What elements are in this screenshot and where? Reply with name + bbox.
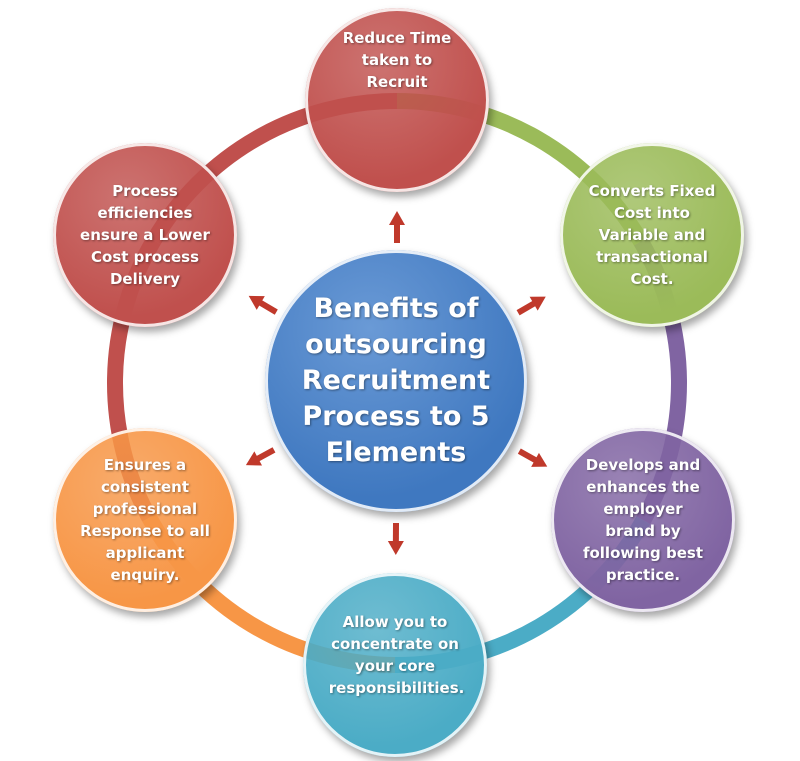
node-core-responsibilities: Allow you to concentrate on your core re… bbox=[303, 573, 487, 757]
node-employer-brand: Develops and enhances the employer brand… bbox=[551, 428, 735, 612]
node-label: Develops and enhances the employer brand… bbox=[582, 456, 704, 584]
center-title: Benefits of outsourcing Recruitment Proc… bbox=[301, 293, 491, 468]
node-label: Process efficiencies ensure a Lower Cost… bbox=[80, 182, 210, 288]
arrow-icon bbox=[516, 296, 546, 316]
arrow-icon bbox=[389, 211, 405, 243]
center-circle: Benefits of outsourcing Recruitment Proc… bbox=[265, 250, 527, 512]
node-label: Allow you to concentrate on your core re… bbox=[328, 613, 465, 697]
node-label: Reduce Time taken to Recruit bbox=[342, 29, 452, 91]
node-label: Converts Fixed Cost into Variable and tr… bbox=[588, 182, 716, 288]
node-fixed-cost: Converts Fixed Cost into Variable and tr… bbox=[560, 143, 744, 327]
node-consistent-response: Ensures a consistent professional Respon… bbox=[53, 428, 237, 612]
arrow-icon bbox=[248, 295, 278, 315]
arrow-icon bbox=[245, 447, 276, 466]
node-reduce-time: Reduce Time taken to Recruit bbox=[305, 8, 489, 192]
arrow-icon bbox=[387, 522, 404, 555]
node-process-efficiencies: Process efficiencies ensure a Lower Cost… bbox=[53, 143, 237, 327]
arrow-icon bbox=[517, 448, 548, 467]
node-label: Ensures a consistent professional Respon… bbox=[80, 456, 210, 584]
